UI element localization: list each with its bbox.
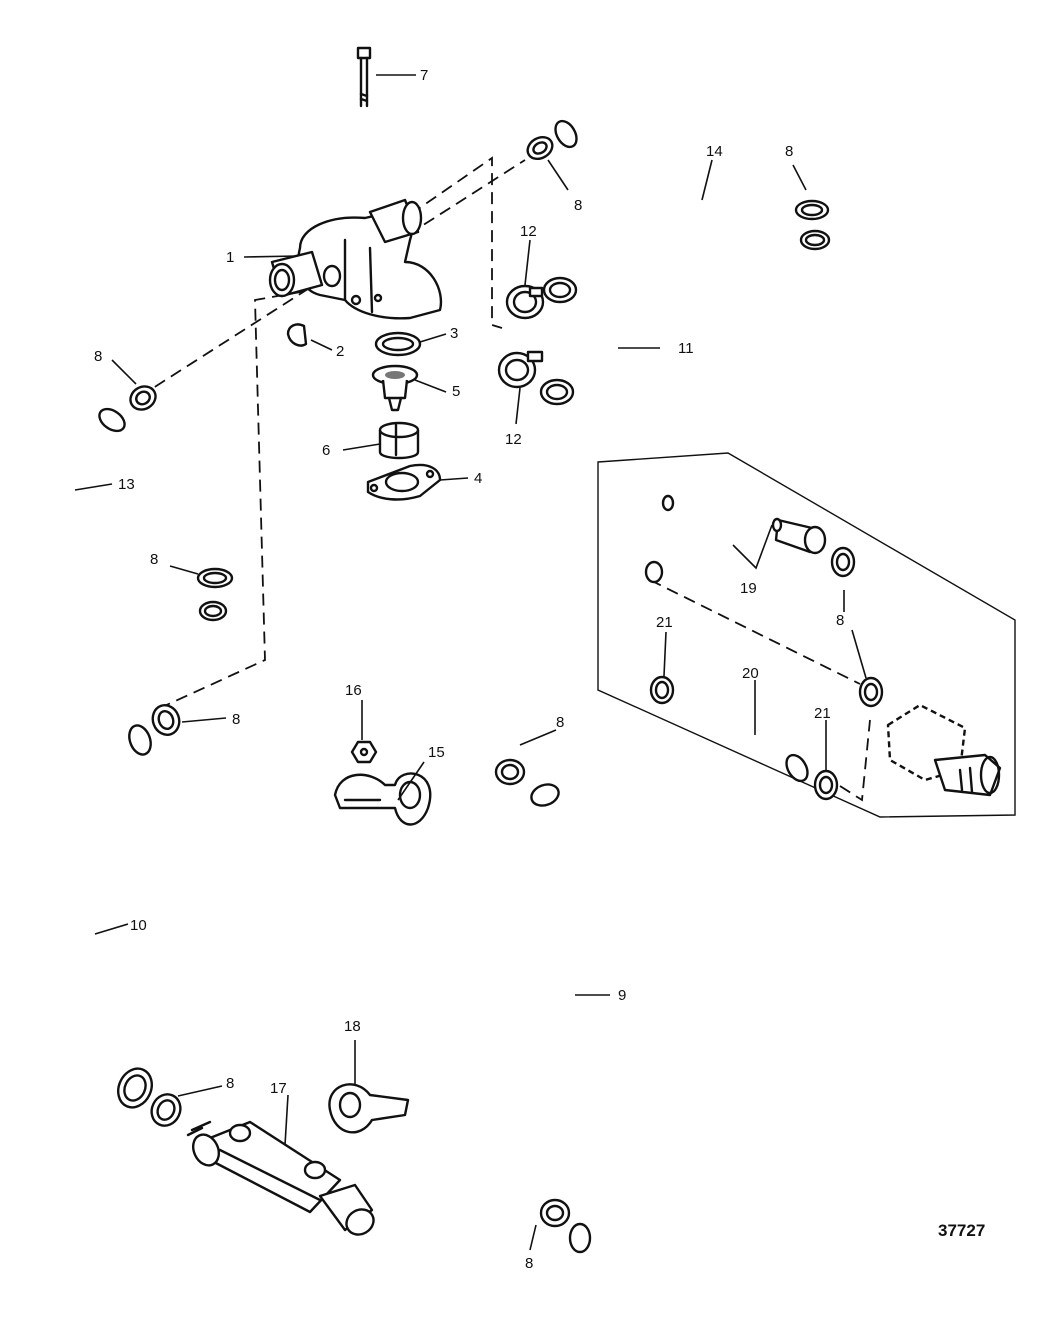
callout-8: 8: [785, 143, 793, 160]
hose-clamp: [858, 676, 884, 708]
hose-clamp: [830, 546, 856, 578]
callout-12: 12: [505, 431, 522, 448]
callout-8: 8: [232, 711, 240, 728]
callout-13: 13: [118, 476, 135, 493]
callout-17: 17: [270, 1080, 287, 1097]
bolt: [356, 46, 372, 108]
hose-14: [553, 100, 831, 290]
plug: [286, 323, 308, 347]
callout-8: 8: [150, 551, 158, 568]
o-ring: [374, 331, 422, 357]
callout-4: 4: [474, 470, 482, 487]
hose-13: [46, 407, 228, 654]
callout-8: 8: [94, 348, 102, 365]
callout-6: 6: [322, 442, 330, 459]
kit-hose-20: [684, 699, 809, 783]
nut: [350, 740, 378, 764]
callout-16: 16: [345, 682, 362, 699]
callout-18: 18: [344, 1018, 361, 1035]
callout-8: 8: [574, 197, 582, 214]
kit-fitting: [886, 703, 1002, 797]
callout-3: 3: [450, 325, 458, 342]
callout-20: 20: [742, 665, 759, 682]
kit-clamp-21: [649, 675, 839, 801]
callout-21: 21: [656, 614, 673, 631]
kit-inset-box: [597, 452, 1016, 818]
hose-11: [539, 246, 623, 420]
callout-2: 2: [336, 343, 344, 360]
hose-clamps: [129, 135, 884, 1228]
callout-11: 11: [678, 340, 694, 357]
callout-1: 1: [226, 249, 234, 266]
clamp-12-lower: [497, 350, 544, 389]
callout-14: 14: [706, 143, 723, 160]
thermostat: [371, 364, 419, 412]
callout-10: 10: [130, 917, 147, 934]
hose-clamp: [539, 1198, 571, 1228]
callout-labels: 7 1 2 3 5 6 4 8 14 8 12 12 11 8 13 8 8 1…: [94, 67, 985, 1272]
callout-19: 19: [740, 580, 757, 597]
hose-clamp: [151, 704, 181, 736]
callout-8: 8: [556, 714, 564, 731]
callout-21: 21: [814, 705, 831, 722]
callout-8: 8: [226, 1075, 234, 1092]
thermostat-sleeve: [378, 421, 420, 460]
callout-15: 15: [428, 744, 445, 761]
gasket: [366, 463, 442, 501]
callout-12: 12: [520, 223, 537, 240]
callout-8: 8: [836, 612, 844, 629]
clamp-12-upper: [505, 284, 545, 320]
callout-5: 5: [452, 383, 460, 400]
hose-clamp: [129, 385, 157, 411]
thermostat-housing: [268, 198, 443, 320]
callout-8: 8: [525, 1255, 533, 1272]
hose-clip: [333, 772, 432, 826]
callout-9: 9: [618, 987, 626, 1004]
hose-clip-small: [328, 1083, 410, 1134]
hose-clamp: [794, 199, 830, 221]
hose-9: [530, 782, 687, 1254]
hose-clamp: [150, 1093, 182, 1127]
kit-hose-19: [609, 494, 827, 584]
hose-clamp: [526, 135, 554, 161]
leader-lines: [74, 74, 867, 1251]
hose-clamp: [494, 758, 526, 786]
figure-number: 37727: [938, 1221, 985, 1240]
hose-10: [22, 724, 153, 1109]
callout-7: 7: [420, 67, 428, 84]
heat-exchanger: [186, 1120, 375, 1236]
hose-clamp: [196, 567, 234, 589]
